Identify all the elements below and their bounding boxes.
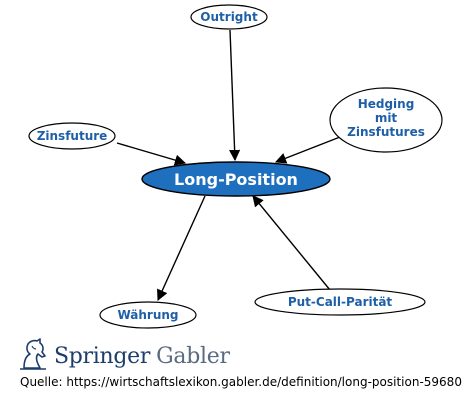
node-center-label: Long-Position [174, 170, 298, 189]
node-waehrung: Währung [99, 301, 197, 329]
node-zinsfuture-label: Zinsfuture [37, 129, 108, 143]
source-line: Quelle: https://wirtschaftslexikon.gable… [20, 375, 474, 389]
node-center: Long-Position [141, 161, 331, 197]
node-hedging-label-3: Zinsfutures [347, 125, 425, 139]
edge-zinsfuture-to-center [116, 142, 187, 166]
node-outright-label: Outright [200, 10, 258, 24]
brand-name-springer: Springer [54, 343, 151, 369]
source-url[interactable]: https://wirtschaftslexikon.gabler.de/def… [66, 375, 462, 389]
node-hedging-label-2: mit [375, 111, 398, 125]
node-put-call-label: Put-Call-Parität [288, 295, 393, 309]
brand-name-gabler: Gabler [156, 343, 230, 369]
node-zinsfuture: Zinsfuture [28, 122, 116, 150]
node-put-call: Put-Call-Parität [254, 288, 426, 316]
edge-putcall-to-center [252, 195, 331, 291]
edge-hedging-to-center [274, 136, 341, 164]
node-outright: Outright [190, 4, 268, 30]
node-hedging-label-1: Hedging [358, 97, 415, 111]
source-label: Quelle: [20, 375, 63, 389]
springer-horse-icon [18, 338, 48, 374]
node-waehrung-label: Währung [117, 308, 178, 322]
node-hedging: Hedging mit Zinsfutures [329, 87, 443, 153]
edge-center-to-waehrung [157, 195, 206, 302]
edge-outright-to-center [229, 29, 241, 162]
